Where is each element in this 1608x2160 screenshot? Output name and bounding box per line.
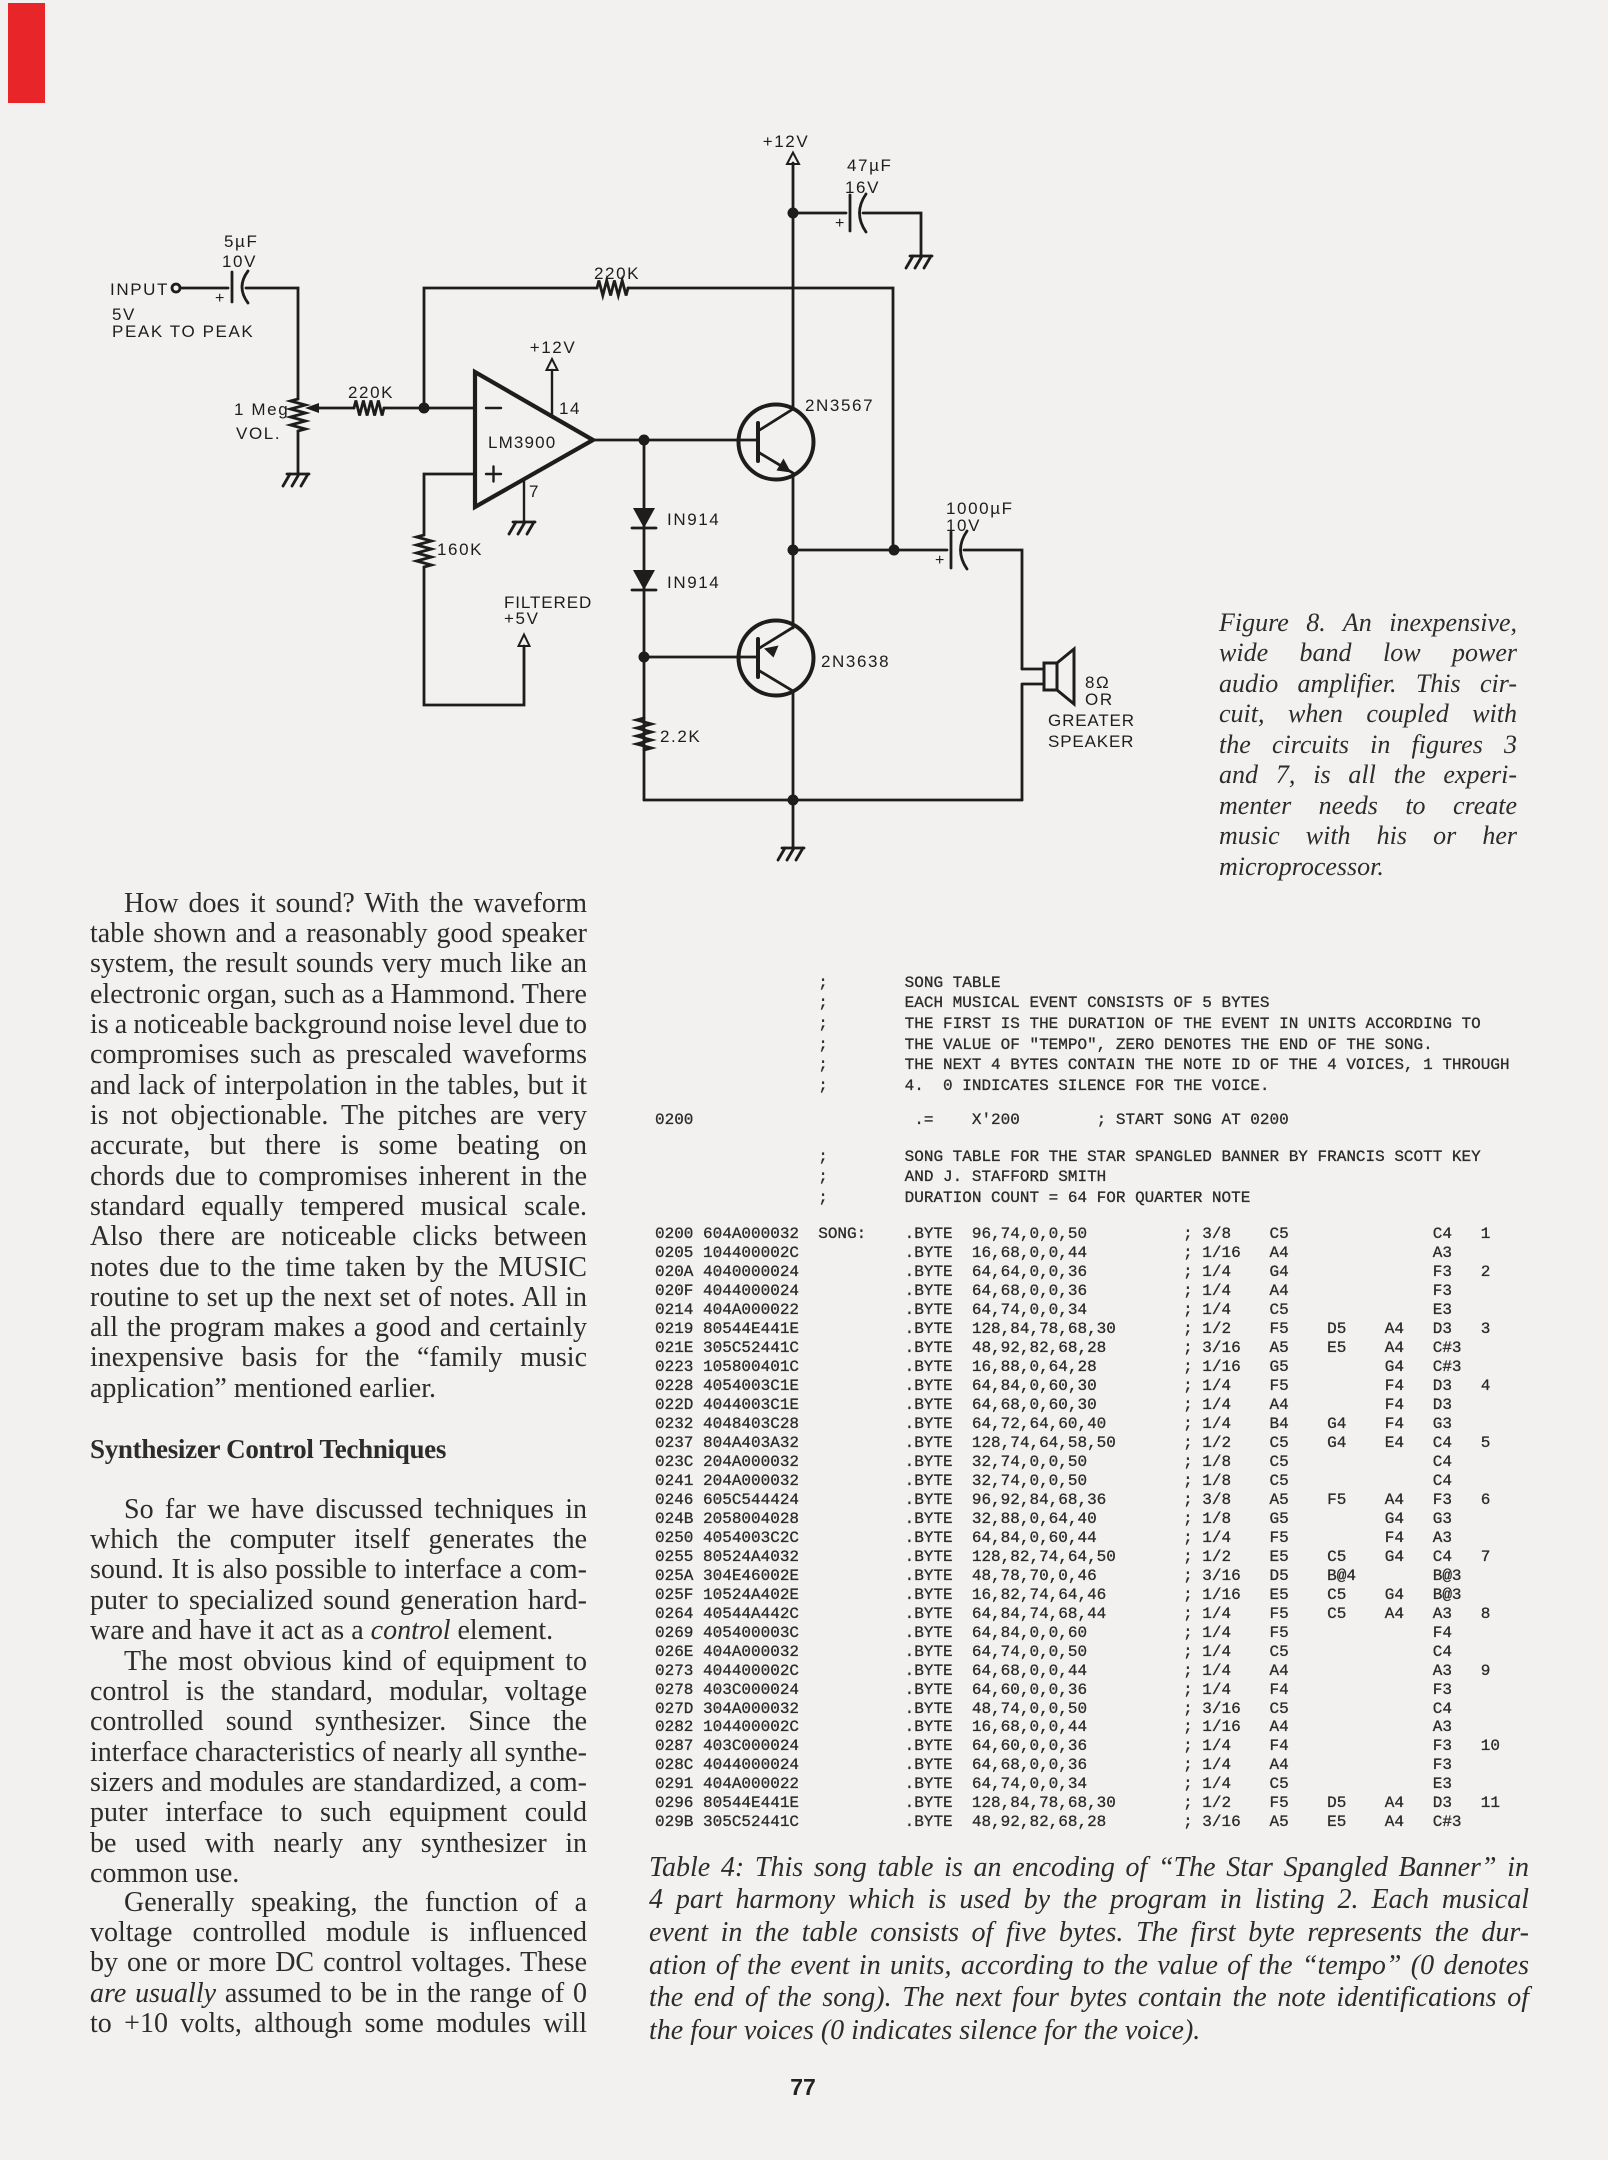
svg-text:5µF: 5µF	[224, 232, 258, 251]
svg-text:IN914: IN914	[667, 573, 720, 592]
svg-text:1000µF: 1000µF	[946, 499, 1014, 518]
svg-text:IN914: IN914	[667, 510, 720, 529]
svg-text:2.2K: 2.2K	[660, 727, 701, 746]
svg-text:+: +	[215, 290, 224, 307]
svg-text:5V: 5V	[112, 305, 136, 324]
svg-text:+5V: +5V	[504, 609, 540, 628]
svg-text:47µF: 47µF	[847, 156, 893, 175]
svg-text:8Ω: 8Ω	[1085, 673, 1110, 692]
svg-text:14: 14	[559, 399, 581, 418]
svg-text:+12V: +12V	[763, 132, 810, 151]
svg-text:10V: 10V	[222, 252, 257, 271]
svg-text:1 Meg: 1 Meg	[234, 400, 289, 419]
svg-text:SPEAKER: SPEAKER	[1048, 732, 1134, 751]
svg-text:VOL.: VOL.	[236, 424, 281, 443]
svg-text:16V: 16V	[845, 178, 880, 197]
svg-text:7: 7	[529, 482, 540, 501]
svg-text:INPUT: INPUT	[110, 280, 169, 299]
svg-text:PEAK TO PEAK: PEAK TO PEAK	[112, 322, 254, 341]
svg-text:160K: 160K	[437, 540, 483, 559]
svg-text:+12V: +12V	[530, 338, 577, 357]
svg-text:OR: OR	[1085, 690, 1114, 709]
svg-text:LM3900: LM3900	[488, 433, 556, 452]
svg-text:+: +	[935, 552, 944, 569]
svg-text:10V: 10V	[946, 516, 981, 535]
svg-text:2N3638: 2N3638	[821, 652, 890, 671]
svg-text:2N3567: 2N3567	[805, 396, 874, 415]
svg-text:FILTERED: FILTERED	[504, 593, 592, 612]
svg-text:220K: 220K	[594, 264, 640, 283]
svg-text:GREATER: GREATER	[1048, 711, 1135, 730]
svg-text:+: +	[835, 215, 844, 232]
svg-text:220K: 220K	[348, 383, 394, 402]
